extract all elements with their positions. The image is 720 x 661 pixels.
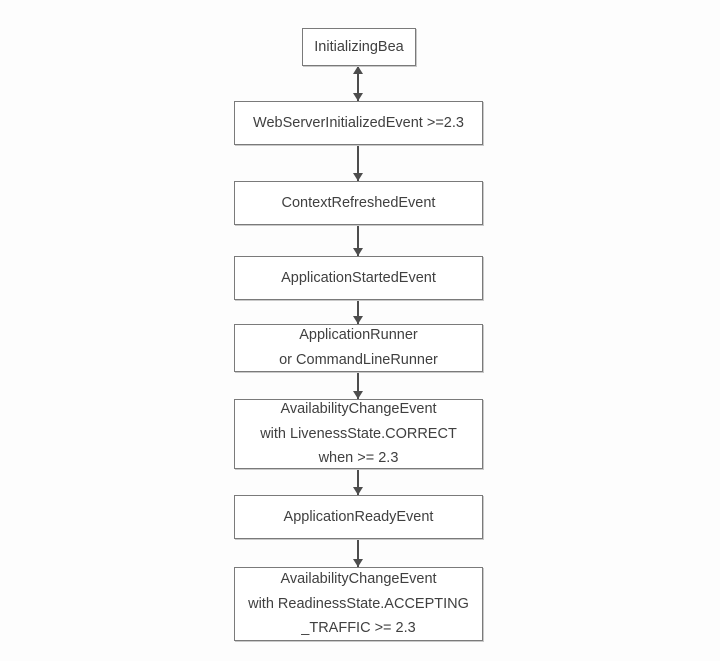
arrowhead-up-icon [353, 66, 363, 74]
connector-edge-availability-liveness-to-application-ready [357, 469, 359, 495]
node-initializing-bean[interactable]: InitializingBea [302, 28, 416, 66]
node-availability-change-event-readiness[interactable]: AvailabilityChangeEvent with ReadinessSta… [234, 567, 483, 641]
arrowhead-down-icon [353, 487, 363, 495]
node-label-line: ApplicationReadyEvent [283, 508, 434, 525]
node-availability-change-event-liveness[interactable]: AvailabilityChangeEvent with LivenessStat… [234, 399, 483, 469]
node-label-line: InitializingBea [314, 38, 404, 55]
node-label-line: _TRAFFIC >= 2.3 [301, 620, 416, 637]
node-label-line: ContextRefreshedEvent [281, 194, 436, 211]
node-application-runner[interactable]: ApplicationRunner or CommandLineRunner [234, 324, 483, 372]
node-label-line: AvailabilityChangeEvent [280, 570, 437, 587]
connector-edge-application-ready-to-availability-readiness [357, 539, 359, 567]
node-context-refreshed-event[interactable]: ContextRefreshedEvent [234, 181, 483, 225]
arrowhead-down-icon [353, 248, 363, 256]
node-label-line: or CommandLineRunner [279, 352, 438, 368]
node-label-line: ApplicationRunner [299, 327, 418, 344]
node-application-started-event[interactable]: ApplicationStartedEvent [234, 256, 483, 300]
connector-edge-application-runner-to-availability-liveness [357, 372, 359, 399]
node-label-line: with ReadinessState.ACCEPTING [248, 595, 469, 612]
arrowhead-down-icon [353, 391, 363, 399]
connector-edge-initializing-bean-to-web-server [357, 66, 359, 101]
node-label-line: WebServerInitializedEvent >=2.3 [253, 114, 464, 131]
node-application-ready-event[interactable]: ApplicationReadyEvent [234, 495, 483, 539]
connector-edge-web-server-to-context-refreshed [357, 145, 359, 181]
arrowhead-down-icon [353, 173, 363, 181]
node-label-line: with LivenessState.CORRECT [260, 425, 457, 442]
node-label-line: AvailabilityChangeEvent [280, 400, 437, 417]
node-web-server-initialized-event[interactable]: WebServerInitializedEvent >=2.3 [234, 101, 483, 145]
node-label-line: when >= 2.3 [318, 450, 399, 467]
connector-edge-application-started-to-application-runner [357, 300, 359, 324]
arrowhead-down-icon [353, 316, 363, 324]
node-label-line: ApplicationStartedEvent [281, 269, 436, 286]
arrowhead-down-icon [353, 559, 363, 567]
arrowhead-down-icon [353, 93, 363, 101]
connector-edge-context-refreshed-to-application-started [357, 225, 359, 256]
